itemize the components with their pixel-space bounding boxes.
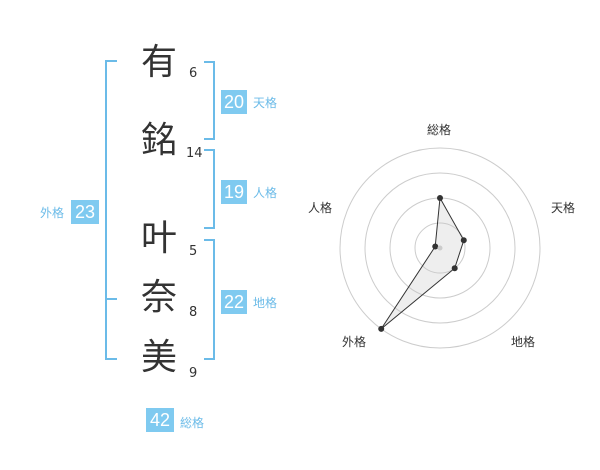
stroke-count-5: 9: [189, 366, 198, 381]
radar-label-jinkaku: 人格: [308, 201, 333, 215]
gaikaku-value: 23: [71, 200, 99, 224]
tenkaku-value: 20: [221, 90, 247, 114]
soukaku-value: 42: [146, 408, 174, 432]
radar-point-1: [437, 195, 443, 201]
radar-series-polygon: [380, 196, 465, 330]
gaikaku-label: 外格: [40, 206, 65, 220]
name-char-4: 奈: [141, 277, 178, 318]
name-char-5: 美: [141, 337, 178, 378]
radar-label-tenkaku: 天格: [551, 201, 576, 215]
radar-label-gaikaku: 外格: [342, 335, 367, 349]
jinkaku-bracket: [204, 149, 215, 229]
radar-label-soukaku: 総格: [427, 123, 452, 137]
chikaku-value: 22: [221, 290, 247, 314]
jinkaku-label: 人格: [253, 186, 278, 200]
chikaku-label: 地格: [253, 296, 278, 310]
name-char-3: 叶: [141, 218, 178, 259]
name-char-2: 銘: [141, 120, 178, 161]
radar-ring-3: [364, 172, 516, 324]
name-char-1: 有: [141, 42, 178, 83]
radar-center-dot: [437, 245, 443, 251]
radar-label-chikaku: 地格: [511, 335, 536, 349]
tenkaku-label: 天格: [253, 96, 278, 110]
stroke-count-4: 8: [189, 305, 198, 320]
radar-point-5: [432, 243, 439, 250]
chikaku-bracket: [204, 239, 215, 360]
radar-ring-1: [414, 222, 466, 274]
stroke-count-2: 14: [186, 146, 203, 161]
gaikaku-bracket: [105, 60, 117, 360]
soukaku-label: 総格: [180, 416, 205, 430]
stroke-count-1: 6: [189, 66, 198, 81]
radar-ring-4: [339, 147, 541, 349]
radar-point-4: [378, 325, 385, 332]
stroke-count-3: 5: [189, 244, 198, 259]
jinkaku-value: 19: [221, 180, 247, 204]
radar-point-3: [451, 265, 458, 272]
radar-point-2: [460, 237, 467, 244]
tenkaku-bracket: [204, 61, 215, 140]
